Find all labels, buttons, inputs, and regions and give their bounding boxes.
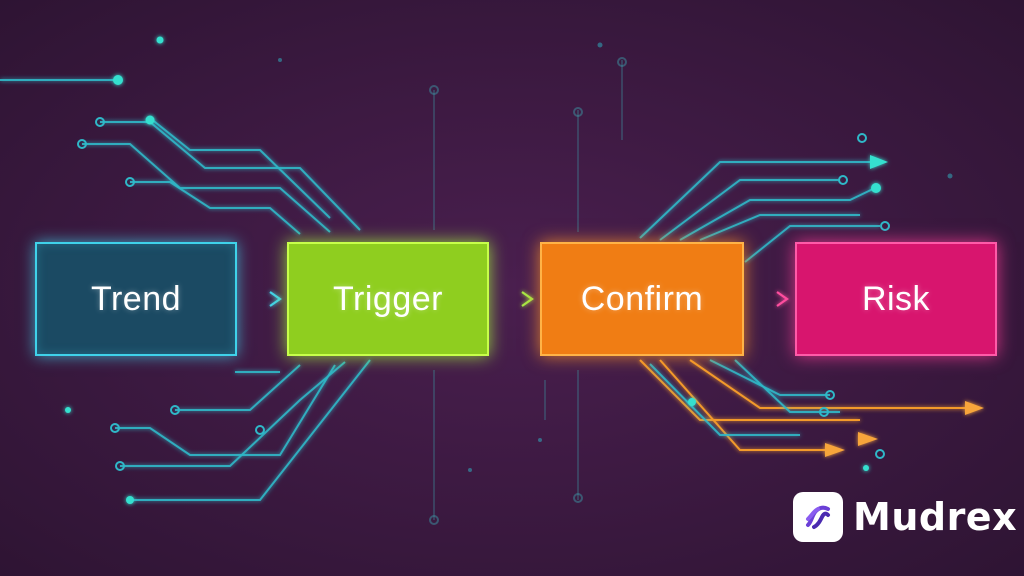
step-trigger-label: Trigger (333, 279, 443, 318)
brand-logo: Mudrex (793, 492, 1017, 542)
step-trend-label: Trend (90, 279, 182, 318)
step-confirm-box: Confirm (540, 242, 744, 356)
connector-arrows (238, 291, 789, 307)
step-trend-box: Trend (35, 242, 237, 356)
step-trigger-box: Trigger (287, 242, 489, 356)
step-confirm-label: Confirm (580, 279, 704, 318)
brand-name: Mudrex (853, 495, 1018, 539)
step-risk-box: Risk (795, 242, 997, 356)
mudrex-logo-icon (793, 492, 843, 542)
step-risk-label: Risk (861, 279, 931, 318)
